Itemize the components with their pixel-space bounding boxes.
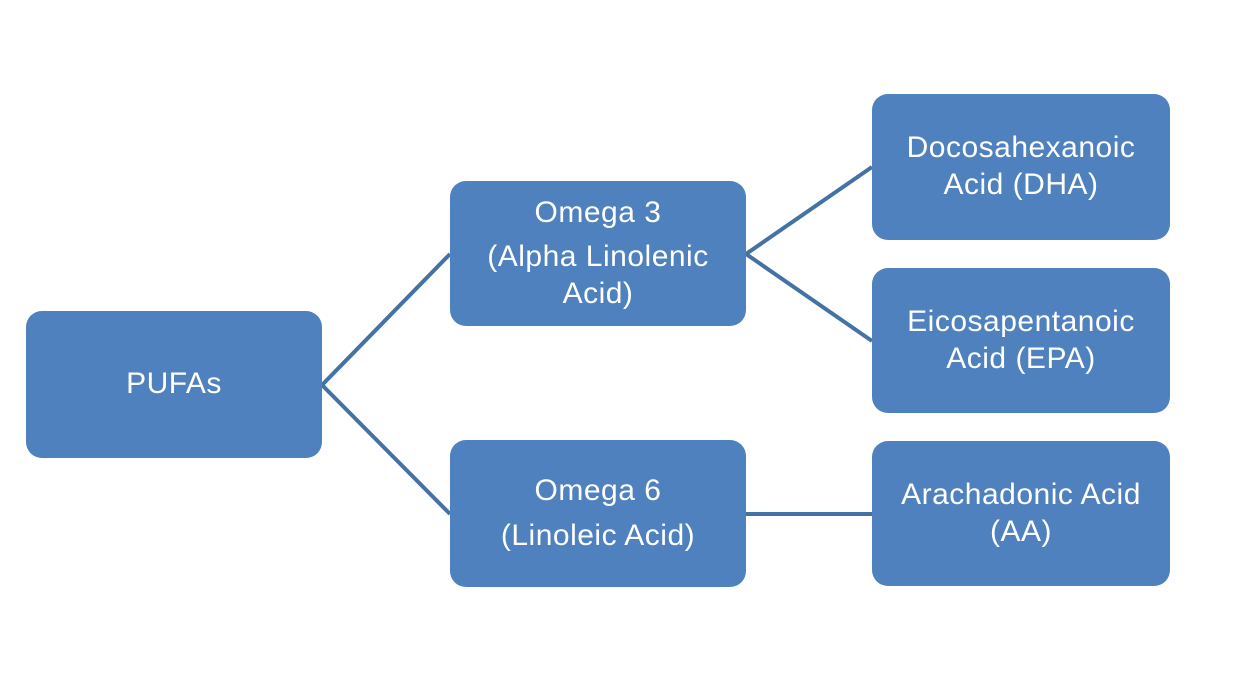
node-aa-label: Arachadonic Acid (AA): [901, 477, 1141, 548]
node-dha-label: Docosahexanoic Acid (DHA): [906, 131, 1136, 201]
node-omega6-sublabel: (Linoleic Acid): [500, 518, 696, 552]
connector-omega3-dha: [744, 165, 874, 256]
node-pufas: PUFAs: [26, 311, 322, 458]
connector-omega3-epa: [744, 252, 874, 343]
node-aa: Arachadonic Acid (AA): [872, 441, 1170, 586]
node-pufas-label: PUFAs: [126, 367, 222, 401]
connector-pufas-omega3: [320, 252, 452, 387]
node-epa-label: Eicosapentanoic Acid (EPA): [907, 304, 1135, 375]
node-omega6-label: Omega 6: [534, 473, 662, 507]
node-epa: Eicosapentanoic Acid (EPA): [872, 268, 1170, 413]
connector-pufas-omega6: [320, 383, 452, 516]
node-dha: Docosahexanoic Acid (DHA): [872, 94, 1170, 240]
node-omega3-sublabel: (Alpha Linolenic Acid): [487, 240, 709, 310]
node-omega6: Omega 6 (Linoleic Acid): [450, 440, 746, 587]
node-omega3: Omega 3 (Alpha Linolenic Acid): [450, 181, 746, 326]
node-omega3-label: Omega 3: [534, 195, 662, 229]
